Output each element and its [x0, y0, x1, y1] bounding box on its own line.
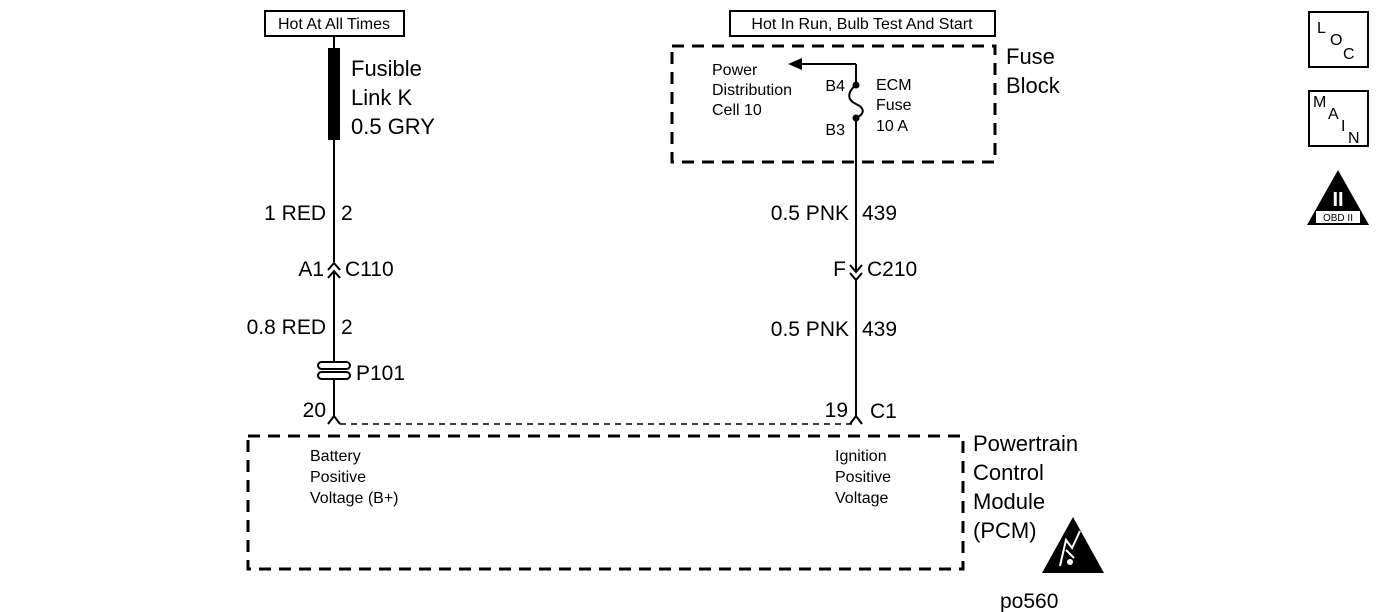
pcm-module: Powertrain Control Module (PCM) Battery … [246, 431, 1104, 573]
power-distribution-3: Cell 10 [712, 102, 762, 119]
fusible-link-line3: 0.5 GRY [351, 114, 435, 139]
ignition-voltage-1: Ignition [835, 448, 887, 465]
battery-voltage-3: Voltage (B+) [310, 490, 399, 507]
ecm-fuse-1: ECM [876, 77, 912, 94]
pcm-box [246, 434, 965, 571]
battery-voltage-1: Battery [310, 448, 361, 465]
fuse-block-box [670, 44, 997, 164]
ecm-fuse-symbol [848, 84, 864, 119]
loc-icon-l: L [1317, 20, 1326, 37]
connector-c210-id: C210 [867, 258, 917, 281]
fusible-link-line1: Fusible [351, 56, 422, 81]
ignition-voltage-3: Voltage [835, 490, 888, 507]
right-wire2-circuit: 439 [862, 318, 897, 341]
ignition-voltage-2: Positive [835, 469, 891, 486]
pcm-pin-20: 20 [303, 399, 326, 422]
main-icon-m: M [1313, 94, 1326, 111]
pcm-title-1: Powertrain [973, 431, 1078, 456]
fusible-link-k [328, 48, 340, 140]
main-icon-a: A [1328, 106, 1339, 123]
fusible-link-line2: Link K [351, 85, 412, 110]
left-wire1-gauge-color: 1 RED [264, 202, 326, 225]
splice-p101-label: P101 [356, 362, 405, 385]
obd-ii-numeral: II [1332, 189, 1343, 211]
left-wire2-circuit: 2 [341, 316, 353, 339]
fuse-pin-b4-label: B4 [825, 78, 845, 95]
arrow-left-icon [788, 58, 802, 70]
fuse-pin-b3-label: B3 [825, 122, 845, 139]
left-wire1-circuit: 2 [341, 202, 353, 225]
main-icon-i: I [1341, 118, 1345, 135]
esd-warning-icon [1042, 517, 1104, 573]
connector-c210-pin: F [833, 258, 846, 281]
main-icon[interactable]: M A I N [1308, 90, 1369, 147]
figure-id: po560 [1000, 590, 1058, 612]
connector-c110-id: C110 [345, 258, 394, 281]
fuse-block-title-2: Block [1006, 73, 1061, 98]
right-wire1-circuit: 439 [862, 202, 897, 225]
pcm-title-4: (PCM) [973, 518, 1037, 543]
ecm-fuse-3: 10 A [876, 118, 908, 135]
ecm-fuse-2: Fuse [876, 97, 912, 114]
fuse-block-title-1: Fuse [1006, 44, 1055, 69]
main-icon-n: N [1348, 130, 1360, 147]
pcm-title-3: Module [973, 489, 1045, 514]
hot-in-run-label: Hot In Run, Bulb Test And Start [751, 16, 973, 33]
battery-voltage-2: Positive [310, 469, 366, 486]
hot-in-run-box [729, 10, 996, 37]
right-circuit: Hot In Run, Bulb Test And Start Fuse Blo… [670, 10, 1061, 425]
loc-icon[interactable]: L O C [1308, 11, 1369, 68]
left-circuit: Hot At All Times Fusible Link K 0.5 GRY … [247, 10, 435, 425]
connector-c110-pin: A1 [298, 258, 324, 281]
pcm-connector-c1: C1 [870, 400, 897, 423]
obd-ii-label: OBD II [1323, 213, 1353, 224]
power-distribution-1: Power [712, 62, 758, 79]
power-distribution-2: Distribution [712, 82, 792, 99]
loc-icon-o: O [1330, 32, 1342, 49]
hot-at-all-times-label: Hot At All Times [278, 16, 390, 33]
splice-pack-p101 [317, 361, 351, 380]
right-wire1-gauge-color: 0.5 PNK [771, 202, 849, 225]
pcm-title-2: Control [973, 460, 1044, 485]
left-wire2-gauge-color: 0.8 RED [247, 316, 326, 339]
obd-ii-icon[interactable]: II OBD II [1307, 170, 1369, 225]
pcm-pin-19: 19 [825, 399, 848, 422]
right-wire2-gauge-color: 0.5 PNK [771, 318, 849, 341]
loc-icon-c: C [1343, 46, 1355, 63]
